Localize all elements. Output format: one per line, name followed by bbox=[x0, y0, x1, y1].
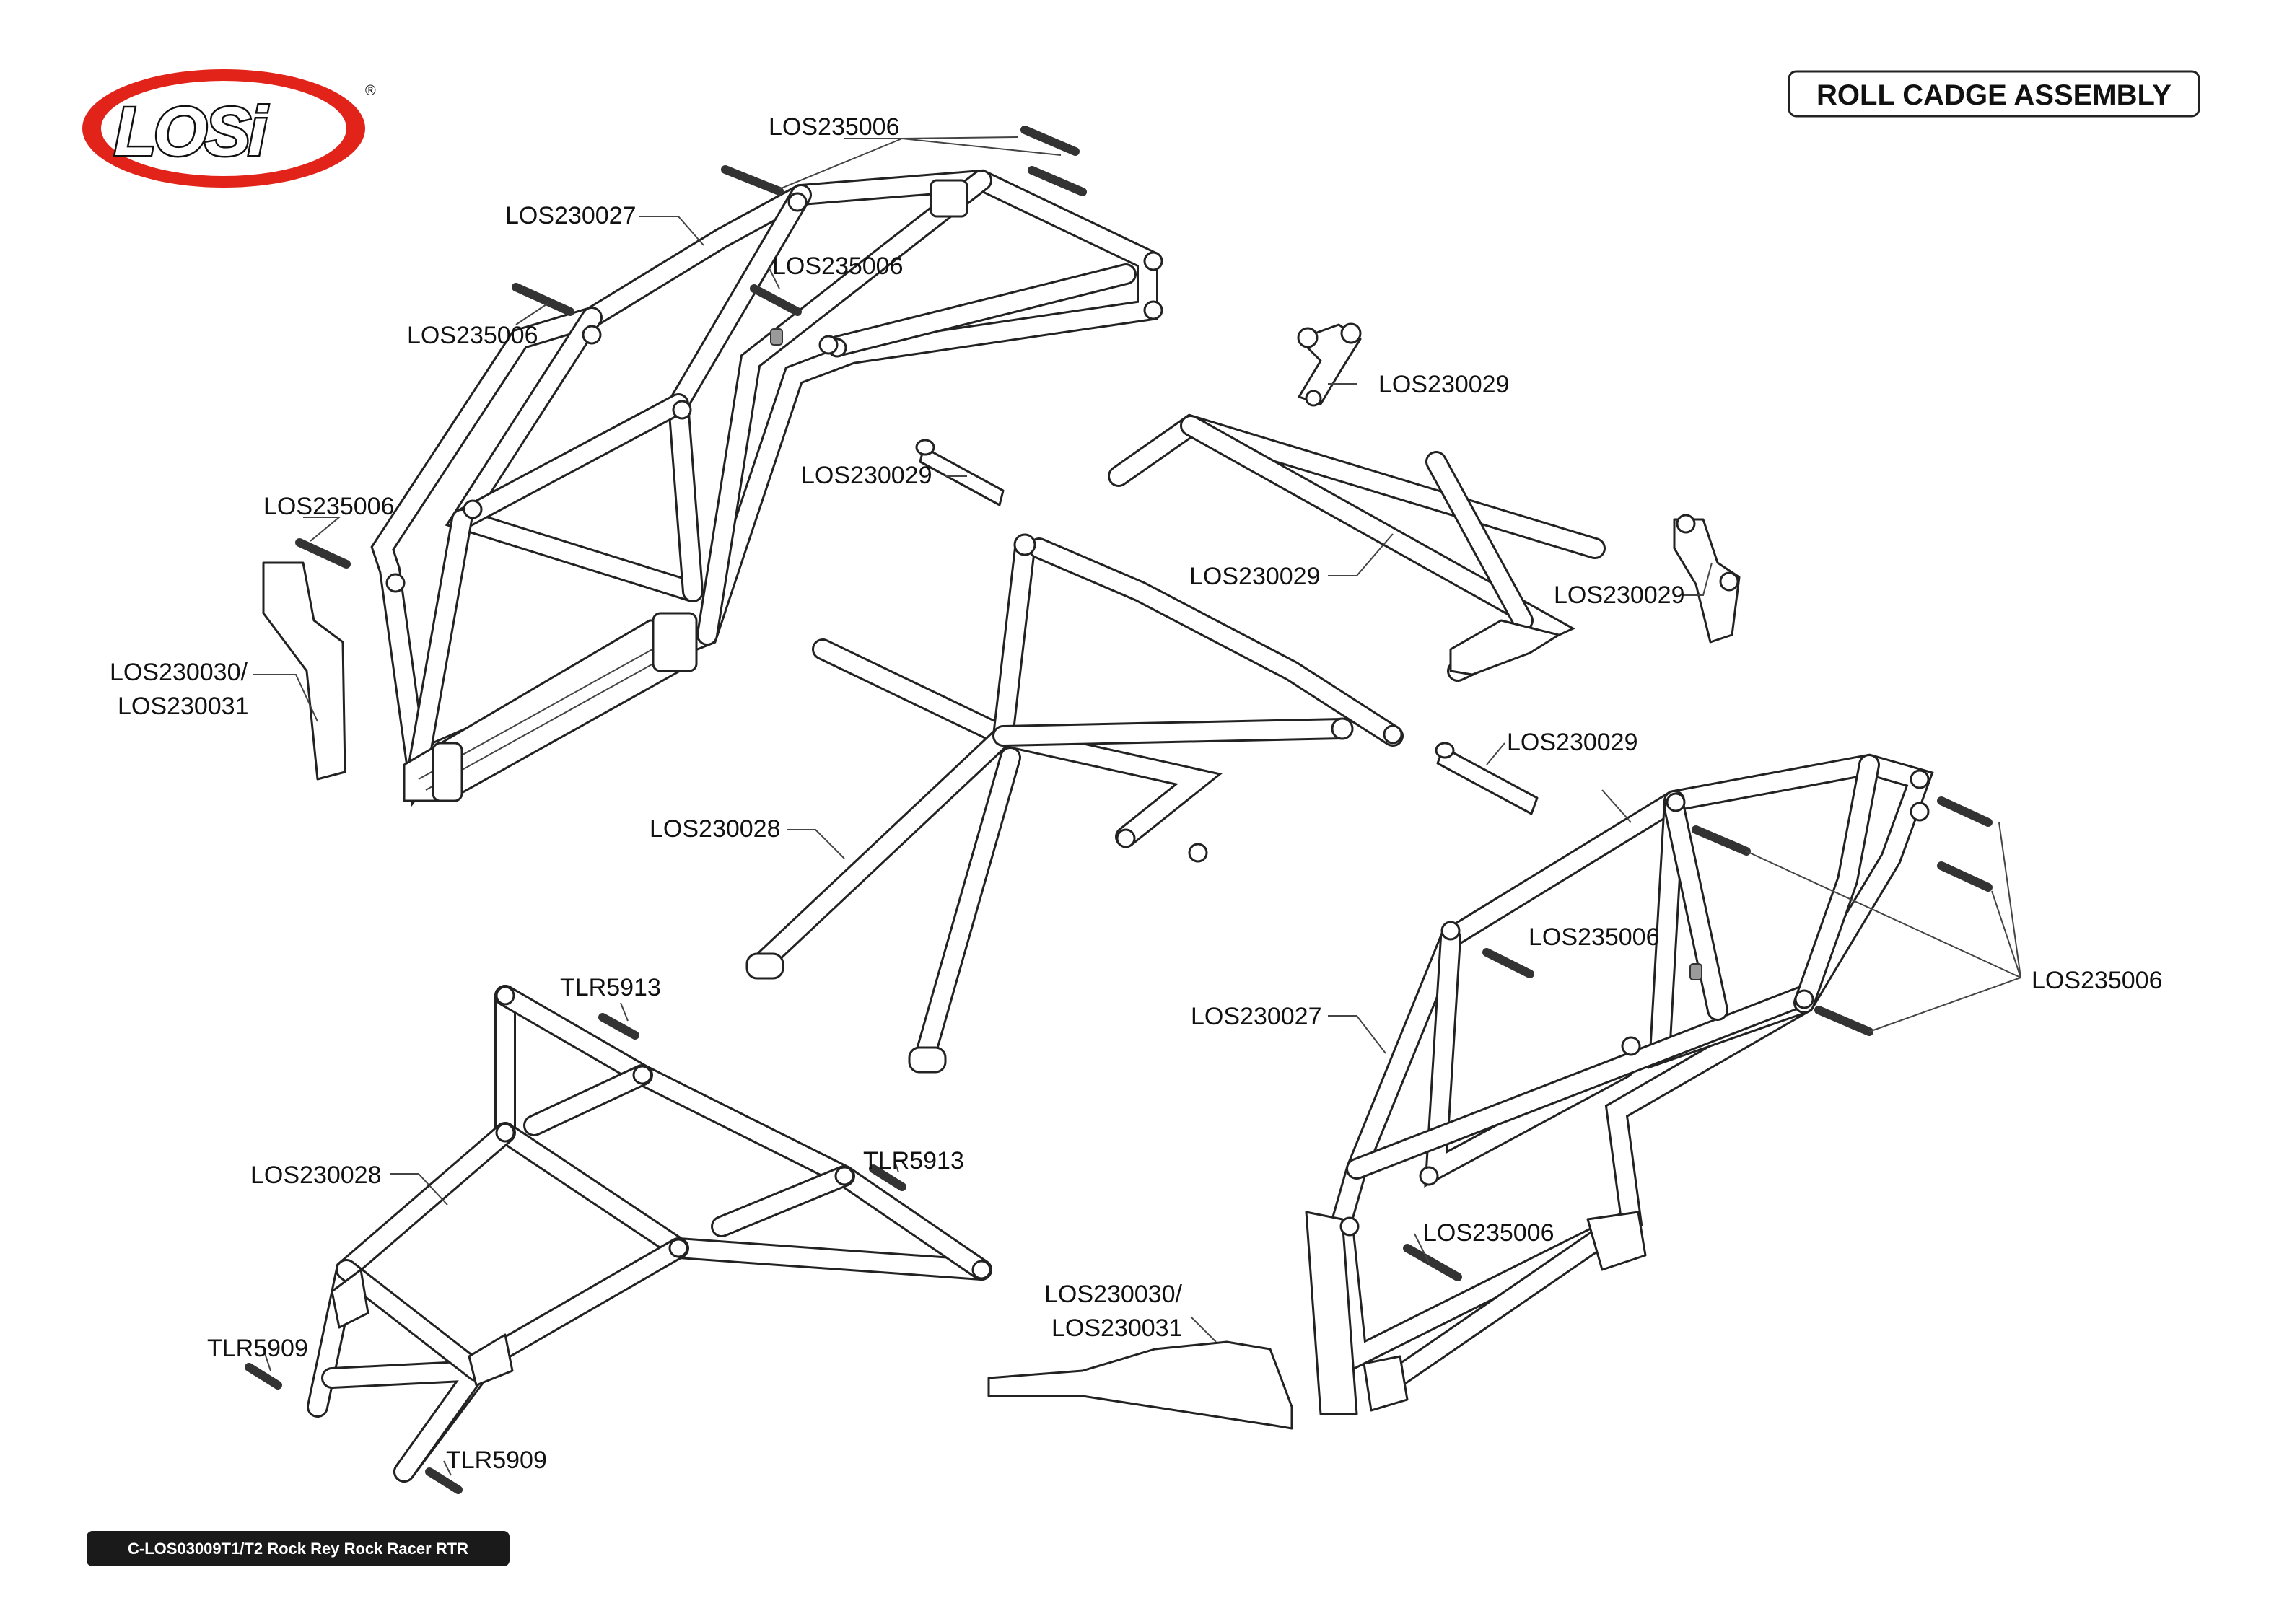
losi-logo: LOSi ® bbox=[82, 69, 376, 188]
label-los230029-brace: LOS230029 bbox=[1189, 563, 1321, 590]
callout-labels: LOS235006 LOS230027 LOS235006 LOS235006 … bbox=[110, 113, 2163, 1474]
label-los230029-spacer-b: LOS230029 bbox=[1507, 729, 1638, 756]
bracket-top bbox=[1297, 322, 1362, 407]
label-los235006-side: LOS235006 bbox=[263, 493, 395, 520]
label-los230028-upper: LOS230028 bbox=[650, 815, 781, 843]
footer-code: C-LOS03009T1/T2 Rock Rey Rock Racer RTR bbox=[128, 1540, 468, 1558]
label-los230031-upper: LOS230031 bbox=[118, 693, 249, 720]
label-los235006-top: LOS235006 bbox=[769, 113, 900, 141]
front-cage-lower bbox=[307, 985, 992, 1483]
front-cage-upper bbox=[745, 533, 1404, 1074]
label-los235006-lower-right: LOS235006 bbox=[2032, 967, 2163, 994]
side-panel-lower bbox=[987, 1340, 1293, 1430]
screws-front-lower bbox=[245, 1013, 906, 1494]
brace-assembly bbox=[1108, 413, 1606, 682]
label-los235006-lower-front: LOS235006 bbox=[1423, 1219, 1554, 1247]
label-los235006-lower-mid: LOS235006 bbox=[1529, 923, 1660, 951]
label-tlr5909-a: TLR5909 bbox=[207, 1335, 308, 1362]
label-los230029-bracket-top: LOS230029 bbox=[1378, 371, 1510, 398]
roll-cage-lower bbox=[1305, 753, 1934, 1415]
bracket-right bbox=[1673, 514, 1741, 644]
logo-text: LOSi bbox=[114, 93, 268, 170]
roll-cage-upper-tubes bbox=[370, 169, 1158, 807]
footer-badge: C-LOS03009T1/T2 Rock Rey Rock Racer RTR bbox=[87, 1531, 510, 1566]
label-los235006-left: LOS235006 bbox=[407, 322, 538, 349]
page-title: ROLL CADGE ASSEMBLY bbox=[1816, 79, 2172, 111]
title-box: ROLL CADGE ASSEMBLY bbox=[1788, 70, 2200, 118]
label-los230030-lower: LOS230030/ bbox=[1044, 1281, 1182, 1308]
label-tlr5913-b: TLR5913 bbox=[863, 1147, 964, 1175]
label-los230029-bracket-right: LOS230029 bbox=[1554, 581, 1685, 609]
label-los230031-lower: LOS230031 bbox=[1051, 1314, 1183, 1342]
label-los230030-upper: LOS230030/ bbox=[110, 659, 248, 686]
side-panel-upper bbox=[262, 561, 346, 781]
label-tlr5913-a: TLR5913 bbox=[560, 974, 661, 1001]
label-los230028-lower: LOS230028 bbox=[250, 1162, 382, 1189]
label-los230027-upper: LOS230027 bbox=[505, 202, 637, 229]
label-los230027-lower: LOS230027 bbox=[1191, 1003, 1322, 1030]
spacer-b bbox=[1435, 742, 1539, 815]
roll-cage-upper bbox=[370, 169, 1163, 807]
label-tlr5909-b: TLR5909 bbox=[446, 1447, 547, 1474]
screws-lower bbox=[1403, 796, 1993, 1281]
registered-mark: ® bbox=[365, 83, 376, 99]
leader-lines bbox=[253, 136, 2021, 1476]
label-los230029-spacer-a: LOS230029 bbox=[801, 462, 932, 489]
label-los235006-mid: LOS235006 bbox=[772, 253, 904, 280]
screws-upper bbox=[295, 126, 1087, 569]
